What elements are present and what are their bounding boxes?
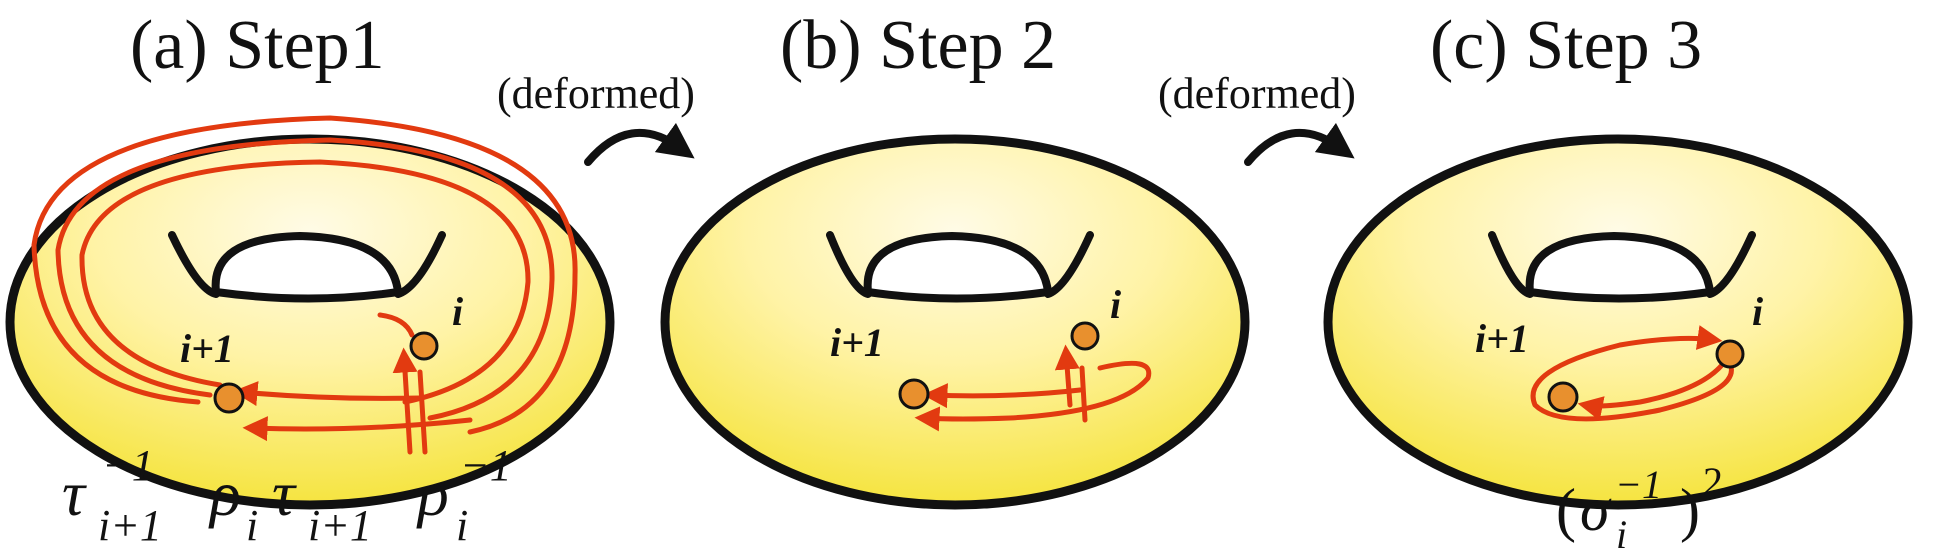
label-i1: i+1	[830, 320, 884, 365]
point-i	[1070, 321, 1100, 351]
formula-a-base-2: ρ	[208, 458, 241, 529]
point-i	[409, 331, 439, 361]
loop-inner	[79, 159, 531, 405]
arrow-up-1	[392, 347, 418, 455]
point-i1	[213, 382, 245, 414]
torus-hole	[1525, 231, 1715, 303]
arrow-to-point-i1	[232, 381, 423, 406]
panel-a-torus: i i+1	[5, 115, 615, 510]
label-i1: i+1	[180, 326, 234, 371]
panel-a-title: (a) Step1	[130, 7, 385, 84]
loop-outer	[31, 115, 578, 435]
formula-c-open: (	[1556, 477, 1576, 543]
formula-c-close: )	[1680, 477, 1700, 543]
torus-body	[1323, 134, 1913, 510]
formula-c-sub: i	[1616, 512, 1627, 555]
arrow-to-point-i1	[922, 383, 1083, 409]
arrow-up-2	[417, 369, 428, 455]
panel-c-title: (c) Step 3	[1430, 7, 1702, 84]
formula-a-base-3: τ	[272, 458, 297, 529]
arrow-bottom-left	[242, 416, 473, 442]
torus-body	[660, 134, 1250, 510]
panel-c-formula: ( σ −1 i ) 2	[1556, 459, 1723, 555]
arrow-up-2	[1079, 365, 1088, 423]
loop-middle	[55, 137, 555, 421]
formula-a-base-1: τ	[62, 458, 87, 529]
label-i: i	[1110, 282, 1121, 327]
label-i1: i+1	[1475, 316, 1529, 361]
transition-arrow-2	[1244, 122, 1355, 166]
formula-a-sub-1: i+1	[98, 501, 162, 550]
formula-a-base-4: ρ	[416, 458, 449, 529]
panel-a-formula: τ −1 i+1 ρ i τ i+1 ρ −1 i	[62, 441, 512, 550]
transition-label-2: (deformed)	[1158, 69, 1356, 118]
arrow-up-1	[1054, 344, 1080, 408]
formula-c-outer-sup: 2	[1703, 459, 1723, 504]
loop-lower	[914, 360, 1152, 432]
formula-c-sup: −1	[1615, 462, 1662, 507]
transition-arrow-1	[584, 122, 695, 166]
torus-hole-rim	[826, 231, 1094, 298]
point-i1	[898, 378, 930, 410]
hook-near-i	[377, 312, 415, 338]
point-i1	[1547, 381, 1579, 413]
point-i	[1715, 339, 1745, 369]
braid-loop-outer	[1530, 325, 1734, 422]
formula-a-sub-4: i	[456, 501, 468, 550]
torus-hole	[211, 231, 403, 303]
braid-loop-inner	[1577, 362, 1725, 421]
torus-hole	[863, 231, 1053, 303]
transition-label-1: (deformed)	[497, 69, 695, 118]
torus-hole-rim	[168, 231, 446, 298]
panel-b-torus: i i+1	[660, 134, 1250, 510]
panel-b-title: (b) Step 2	[780, 7, 1056, 84]
formula-a-sub-3: i+1	[308, 501, 372, 550]
panel-c-torus: i i+1	[1323, 134, 1913, 510]
torus-hole-rim	[1488, 231, 1756, 298]
formula-a-sup-1: −1	[102, 441, 154, 490]
formula-a-sub-2: i	[246, 501, 258, 550]
formula-a-sup-4: −1	[460, 441, 512, 490]
label-i: i	[452, 289, 463, 334]
formula-c-base: σ	[1580, 477, 1612, 543]
label-i: i	[1752, 289, 1763, 334]
